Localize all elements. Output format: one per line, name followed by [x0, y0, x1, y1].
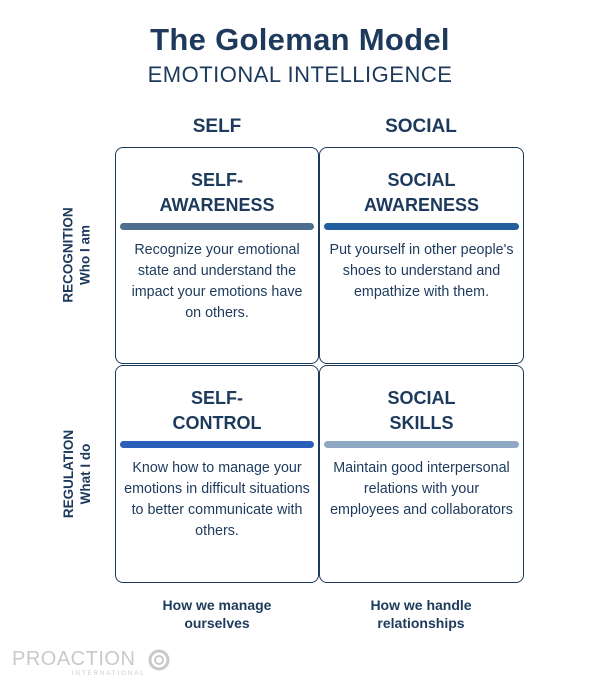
quadrant-title-line2: AWARENESS [363, 195, 480, 215]
row-header-regulation-line2: What I do [78, 443, 93, 505]
page-subtitle: EMOTIONAL INTELLIGENCE [147, 62, 453, 87]
quadrant-title-line1: SOCIAL [387, 170, 456, 190]
row-header-recognition: RECOGNITION Who I am [57, 147, 97, 363]
quadrant-divider-bar [324, 223, 519, 230]
footer-social-line1: How we handle [370, 597, 472, 613]
row-header-regulation-line1: REGULATION [61, 429, 76, 519]
page-title: The Goleman Model [150, 22, 450, 57]
quadrant-social-awareness: SOCIAL AWARENESS Put yourself in other p… [319, 147, 524, 364]
column-header-self: SELF [192, 116, 242, 137]
quadrant-divider-bar [120, 223, 314, 230]
row-header-regulation: REGULATION What I do [57, 366, 97, 582]
column-header-social: SOCIAL [385, 116, 457, 137]
quadrant-title-line1: SELF- [191, 170, 243, 190]
quadrant-description: Know how to manage your emotions in diff… [124, 460, 310, 539]
footer-self-line1: How we manage [162, 597, 272, 613]
quadrant-divider-bar [324, 441, 519, 448]
quadrant-title: SELF- AWARENESS [116, 168, 318, 218]
quadrant-title: SELF- CONTROL [116, 386, 318, 436]
logo-circle-icon [148, 649, 170, 671]
quadrant-title-line2: AWARENESS [159, 195, 275, 215]
row-header-recognition-line1: RECOGNITION [61, 207, 77, 303]
quadrant-description: Recognize your emotional state and under… [131, 242, 303, 321]
quadrant-title: SOCIAL SKILLS [320, 386, 523, 436]
logo-name: PROACTION [12, 648, 136, 670]
quadrant-social-skills: SOCIAL SKILLS Maintain good interpersona… [319, 365, 524, 583]
footer-social-line2: relationships [377, 615, 465, 631]
quadrant-title-line2: SKILLS [389, 413, 454, 433]
quadrant-description: Put yourself in other people's shoes to … [329, 242, 514, 300]
quadrant-title-line1: SOCIAL [387, 388, 456, 408]
footer-self: How we manage ourselves [117, 596, 317, 632]
quadrant-description: Maintain good interpersonal relations wi… [330, 460, 513, 518]
quadrant-title-line2: CONTROL [172, 413, 262, 433]
quadrant-self-awareness: SELF- AWARENESS Recognize your emotional… [115, 147, 319, 364]
quadrant-self-control: SELF- CONTROL Know how to manage your em… [115, 365, 319, 583]
proaction-logo: PROACTION INTERNATIONAL [12, 648, 170, 678]
row-header-recognition-line2: Who I am [78, 225, 94, 286]
quadrant-title-line1: SELF- [191, 388, 243, 408]
logo-subtext: INTERNATIONAL [72, 671, 146, 677]
footer-self-line2: ourselves [184, 615, 250, 631]
footer-social: How we handle relationships [321, 596, 521, 632]
quadrant-title: SOCIAL AWARENESS [320, 168, 523, 218]
quadrant-divider-bar [120, 441, 314, 448]
